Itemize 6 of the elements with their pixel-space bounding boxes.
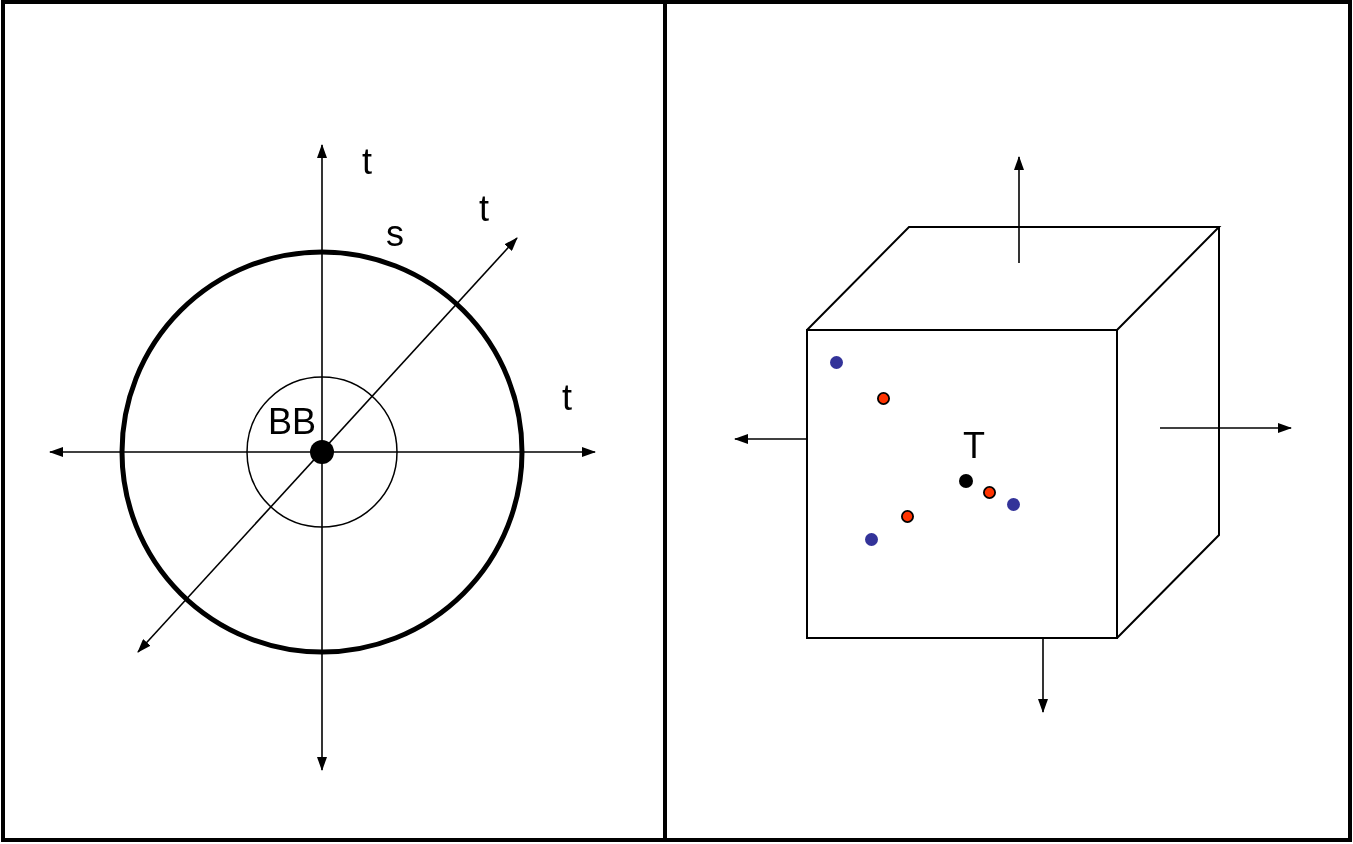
curve-label: s	[386, 216, 404, 252]
point-label: T	[963, 428, 985, 464]
axis-label: t	[362, 144, 372, 180]
point-label: BB	[268, 404, 316, 440]
axis-label: t	[562, 380, 572, 416]
axis-label: t	[479, 191, 489, 227]
